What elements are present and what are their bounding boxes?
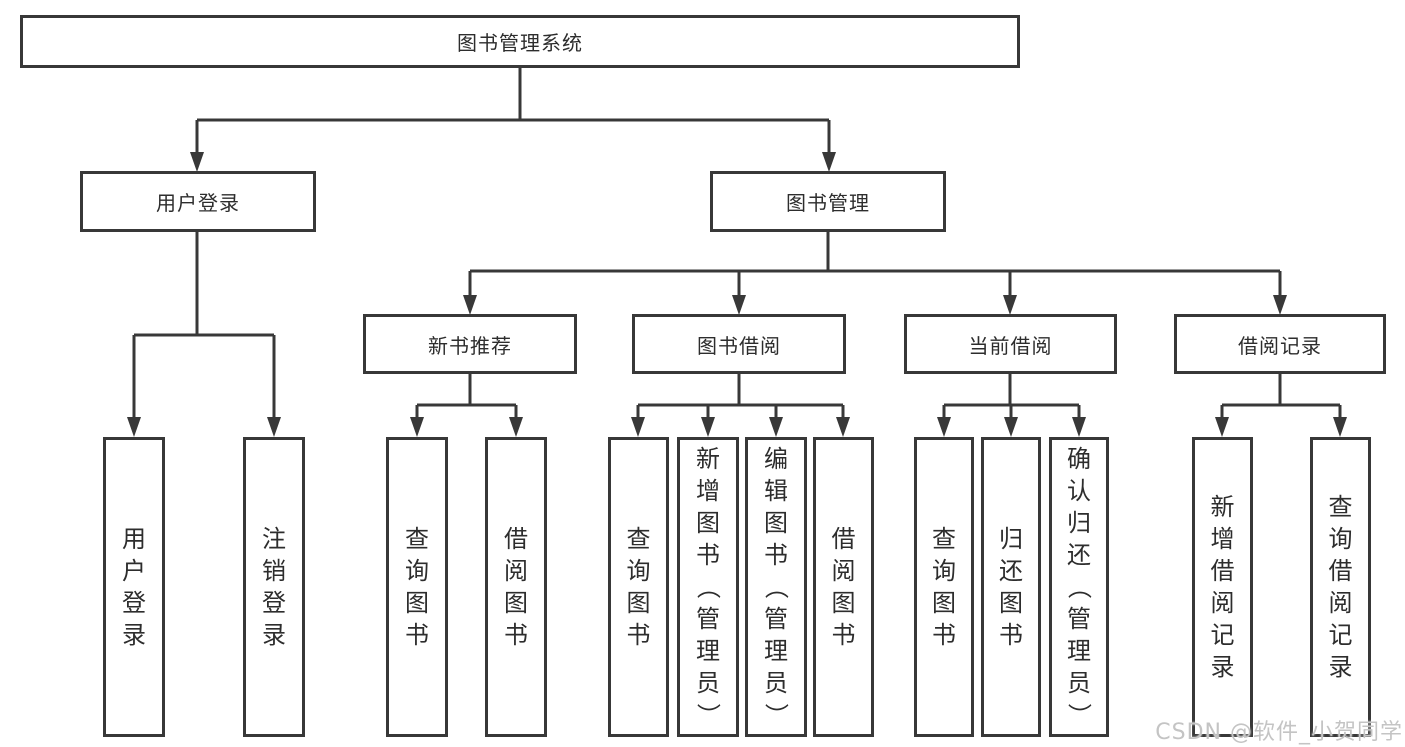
leaf-return-books-label: 归还图书 [999, 525, 1023, 649]
arrowhead-icon [1072, 417, 1086, 437]
arrowhead-icon [267, 417, 281, 437]
leaf-current-query-books-label: 查询图书 [932, 525, 956, 649]
leaf-edit-books-admin-label: 编辑图书（管理员） [762, 445, 790, 727]
arrowhead-icon [1215, 417, 1229, 437]
leaf-edit-books-admin: 编辑图书（管理员） [745, 437, 807, 737]
arrowhead-icon [836, 417, 850, 437]
arrowhead-icon [410, 417, 424, 437]
node-borrow-records-label: 借阅记录 [1238, 333, 1322, 358]
arrowhead-icon [1003, 295, 1017, 315]
leaf-logout-label: 注销登录 [262, 525, 286, 649]
node-new-book-recommend: 新书推荐 [363, 314, 577, 374]
arrowheads [127, 152, 1347, 437]
leaf-borrow-books-label: 借阅图书 [831, 525, 856, 649]
watermark: CSDN @软件_小贺同学 [1155, 720, 1403, 745]
node-user-login-label: 用户登录 [156, 191, 240, 215]
node-book-borrow-label: 图书借阅 [697, 333, 781, 358]
arrowhead-icon [631, 417, 645, 437]
leaf-confirm-return-admin-label: 确认归还（管理员） [1065, 445, 1093, 727]
arrowhead-icon [509, 417, 523, 437]
leaf-query-borrow-record-label: 查询借阅记录 [1328, 493, 1353, 681]
leaf-add-books-admin: 新增图书（管理员） [677, 437, 739, 737]
node-current-borrow-label: 当前借阅 [968, 333, 1053, 358]
arrowhead-icon [1273, 295, 1287, 315]
leaf-add-books-admin-label: 新增图书（管理员） [694, 445, 722, 727]
leaf-confirm-return-admin: 确认归还（管理员） [1049, 437, 1109, 737]
leaf-borrow-query-books-label: 查询图书 [626, 525, 651, 649]
node-book-borrow: 图书借阅 [632, 314, 846, 374]
arrowhead-icon [1004, 417, 1018, 437]
leaf-borrow-query-books: 查询图书 [608, 437, 669, 737]
leaf-add-borrow-record: 新增借阅记录 [1192, 437, 1253, 737]
node-current-borrow: 当前借阅 [904, 314, 1117, 374]
node-book-management-label: 图书管理 [786, 191, 870, 215]
arrowhead-icon [127, 417, 141, 437]
node-book-management: 图书管理 [710, 171, 946, 232]
arrowhead-icon [937, 417, 951, 437]
leaf-add-borrow-record-label: 新增借阅记录 [1210, 493, 1235, 681]
arrowhead-icon [701, 417, 715, 437]
leaf-current-query-books: 查询图书 [914, 437, 974, 737]
leaf-recommend-query-books-label: 查询图书 [405, 525, 429, 649]
leaf-user-login: 用户登录 [103, 437, 165, 737]
arrowhead-icon [463, 295, 477, 315]
arrowhead-icon [822, 152, 836, 172]
node-borrow-records: 借阅记录 [1174, 314, 1386, 374]
leaf-recommend-query-books: 查询图书 [386, 437, 448, 737]
arrowhead-icon [732, 295, 746, 315]
arrowhead-icon [190, 152, 204, 172]
leaf-user-login-label: 用户登录 [122, 525, 146, 649]
node-library-system-label: 图书管理系统 [457, 31, 583, 55]
leaf-recommend-borrow-books-label: 借阅图书 [504, 525, 528, 649]
leaf-query-borrow-record: 查询借阅记录 [1310, 437, 1371, 737]
leaf-recommend-borrow-books: 借阅图书 [485, 437, 547, 737]
arrowhead-icon [1333, 417, 1347, 437]
tree-edges [132, 66, 1342, 419]
node-library-system: 图书管理系统 [20, 15, 1020, 68]
leaf-logout: 注销登录 [243, 437, 305, 737]
arrowhead-icon [769, 417, 783, 437]
node-new-book-recommend-label: 新书推荐 [428, 333, 512, 358]
leaf-borrow-books: 借阅图书 [813, 437, 874, 737]
node-user-login: 用户登录 [80, 171, 316, 232]
leaf-return-books: 归还图书 [981, 437, 1041, 737]
